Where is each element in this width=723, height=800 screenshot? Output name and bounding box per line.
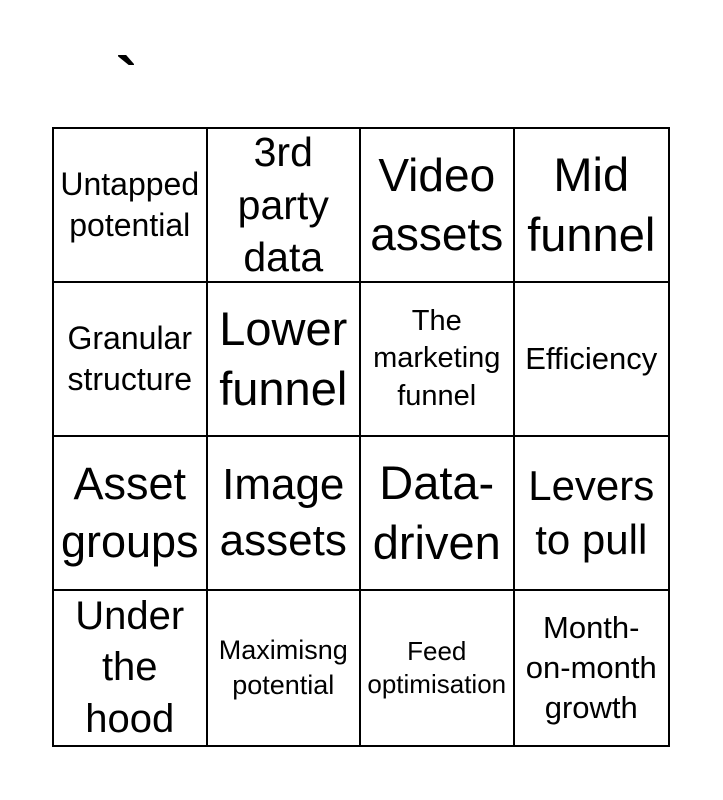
bingo-cell-label: Granular structure: [67, 320, 193, 397]
bingo-cell-label: Feed optimisation: [367, 635, 507, 699]
bingo-cell[interactable]: Lower funnel: [207, 283, 361, 437]
bingo-grid: Untapped potential 3rd party data Video …: [52, 127, 670, 747]
bingo-cell[interactable]: Asset groups: [54, 437, 208, 591]
bingo-cell-label: Data- driven: [372, 455, 501, 569]
bingo-cell[interactable]: Video assets: [361, 129, 515, 283]
bingo-cell-label: Lower funnel: [219, 301, 348, 415]
bingo-cell-label: Maximisng potential: [218, 635, 348, 700]
bingo-cell[interactable]: Levers to pull: [514, 437, 668, 591]
bingo-cell[interactable]: Untapped potential: [54, 129, 208, 283]
bingo-cell-label: Asset groups: [60, 458, 199, 567]
bingo-cell[interactable]: Maximisng potential: [207, 591, 361, 745]
bingo-cell[interactable]: Efficiency: [514, 283, 668, 437]
bingo-cell[interactable]: 3rd party data: [207, 129, 361, 283]
bingo-cell-label: Under the hood: [75, 594, 185, 741]
bingo-cell[interactable]: Month- on-month growth: [514, 591, 668, 745]
bingo-cell[interactable]: Mid funnel: [514, 129, 668, 283]
bingo-cell-label: Levers to pull: [528, 462, 655, 563]
bingo-cell-label: The marketing funnel: [373, 305, 501, 412]
bingo-cell-label: Untapped potential: [60, 166, 200, 243]
bingo-cell-label: 3rd party data: [237, 129, 329, 281]
bingo-cell-label: Video assets: [370, 149, 504, 260]
bingo-cell[interactable]: Feed optimisation: [361, 591, 515, 745]
bingo-cell-label: Month- on-month growth: [525, 610, 657, 725]
bingo-cell-label: Mid funnel: [527, 147, 656, 261]
bingo-cell[interactable]: Granular structure: [54, 283, 208, 437]
bingo-cell[interactable]: Data- driven: [361, 437, 515, 591]
bingo-cell-label: Image assets: [219, 459, 347, 565]
bingo-cell[interactable]: Under the hood: [54, 591, 208, 745]
bingo-cell[interactable]: The marketing funnel: [361, 283, 515, 437]
bingo-cell-label: Efficiency: [525, 341, 658, 377]
card-title: `: [116, 44, 138, 116]
bingo-cell[interactable]: Image assets: [207, 437, 361, 591]
